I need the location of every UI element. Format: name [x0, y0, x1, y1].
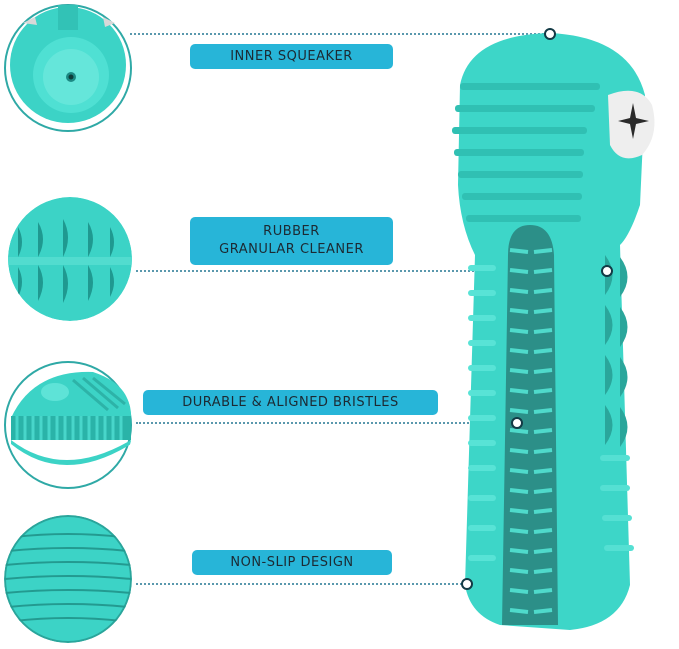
label-non-slip-design: NON-SLIP DESIGN	[192, 550, 392, 575]
leader-line-non-slip	[136, 583, 466, 585]
dog-toothbrush-toy-image	[430, 25, 670, 645]
marker-bristles	[511, 417, 523, 429]
bristles-detail-image	[3, 360, 133, 490]
label-durable-aligned-bristles: DURABLE & ALIGNED BRISTLES	[143, 390, 438, 415]
marker-non-slip	[461, 578, 473, 590]
granular-cleaner-detail-image	[8, 197, 132, 321]
label-inner-squeaker: INNER SQUEAKER	[190, 44, 393, 69]
leader-line-granular-cleaner	[136, 270, 606, 272]
label-bristles-text: DURABLE & ALIGNED BRISTLES	[182, 394, 399, 410]
inner-squeaker-detail-image	[3, 3, 133, 133]
marker-inner-squeaker	[544, 28, 556, 40]
leader-line-inner-squeaker	[130, 33, 548, 35]
leader-line-bristles	[136, 422, 516, 424]
label-rubber-granular-cleaner: RUBBER GRANULAR CLEANER	[190, 217, 393, 265]
label-inner-squeaker-text: INNER SQUEAKER	[230, 48, 353, 64]
label-line-1: RUBBER	[263, 224, 320, 239]
label-line-2: GRANULAR CLEANER	[219, 242, 364, 257]
marker-granular-cleaner	[601, 265, 613, 277]
non-slip-detail-image	[4, 515, 132, 643]
label-non-slip-text: NON-SLIP DESIGN	[230, 554, 354, 570]
